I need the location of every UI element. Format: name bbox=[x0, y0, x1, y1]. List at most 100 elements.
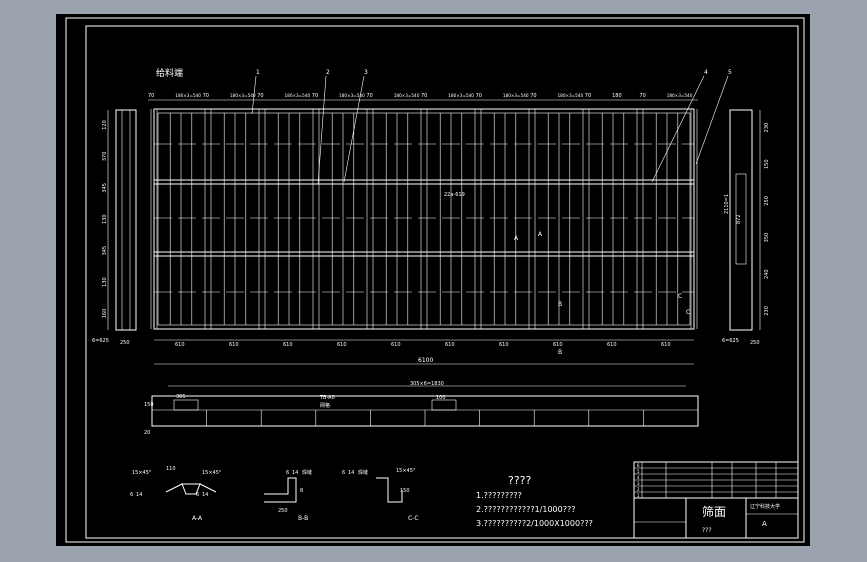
elevation-sub-label: 网格 bbox=[320, 402, 330, 409]
detail-c-c-label: C-C bbox=[408, 515, 419, 522]
school-name: 辽宁科技大学 bbox=[750, 503, 780, 510]
svg-text:6: 6 bbox=[286, 470, 289, 476]
svg-text:14: 14 bbox=[136, 492, 142, 498]
left-dim-label: 130 bbox=[102, 214, 108, 224]
bottom-dim-label: 610 bbox=[229, 342, 239, 348]
right-dim-label: 240 bbox=[764, 269, 770, 279]
right-dim-label: 230 bbox=[764, 306, 770, 316]
bottom-dim-label: 610 bbox=[445, 342, 455, 348]
leader-labels: 1 2 3 4 5 bbox=[251, 69, 732, 185]
bottom-dim-label: 610 bbox=[391, 342, 401, 348]
svg-text:焊缝: 焊缝 bbox=[358, 469, 368, 476]
svg-text:焊缝: 焊缝 bbox=[302, 469, 312, 476]
elevation-left-dim-2: 20 bbox=[144, 430, 150, 436]
leader-line bbox=[251, 75, 257, 115]
leader-number: 2 bbox=[326, 69, 330, 76]
bottom-dim-label: 610 bbox=[175, 342, 185, 348]
elevation-top-dim: 305×6=1830 bbox=[410, 381, 444, 387]
total-width-dim: 6100 bbox=[418, 357, 433, 364]
tech-note-2: 2.????????????1/1000??? bbox=[476, 505, 575, 514]
section-mark: B bbox=[558, 301, 562, 308]
right-total-dim: 2110=1 bbox=[724, 194, 730, 214]
right-dim-label: 150 bbox=[764, 159, 770, 169]
tech-notes-title: ???? bbox=[508, 474, 532, 487]
beam-label: 22a-619 bbox=[444, 192, 465, 198]
section-mark: C bbox=[686, 309, 690, 316]
title-row-number: 5 bbox=[637, 469, 640, 474]
svg-text:6: 6 bbox=[130, 492, 133, 498]
right-sub-dim: 872 bbox=[736, 214, 742, 224]
svg-text:14: 14 bbox=[292, 470, 298, 476]
tech-note-3: 3.??????????2/1000X1000??? bbox=[476, 519, 593, 528]
title-row-number: 2 bbox=[637, 487, 640, 492]
right-dim-label: 230 bbox=[764, 123, 770, 133]
left-note: 6=625 bbox=[92, 338, 109, 344]
section-mark: B bbox=[558, 349, 562, 356]
top-dim-label: 70 bbox=[421, 93, 427, 99]
title-row-number: 6 bbox=[637, 463, 640, 468]
detail-b-b: 6 14 焊缝 250 8 B-B bbox=[264, 469, 312, 522]
title-block-bottom: ??? bbox=[702, 527, 712, 534]
leader-number: 4 bbox=[704, 69, 708, 76]
top-dim-label: 180 bbox=[612, 93, 622, 99]
leader-number: 5 bbox=[728, 69, 732, 76]
title-row-number: 4 bbox=[637, 475, 640, 480]
part-name: 筛面 bbox=[702, 504, 726, 519]
bottom-dim-label: 610 bbox=[283, 342, 293, 348]
top-dim-label: 180×3=540 bbox=[667, 93, 693, 98]
elevation-left-dim-1: 150 bbox=[144, 402, 154, 408]
section-mark: A bbox=[514, 235, 519, 242]
title-row-number: 1 bbox=[637, 493, 640, 498]
leader-number: 3 bbox=[364, 69, 368, 76]
leader-line bbox=[317, 75, 327, 185]
elevation-view: 305×6=1830 150 20 305 TB-A0 网格 100 bbox=[144, 381, 699, 436]
scale-mark: A bbox=[762, 520, 767, 528]
top-dim-label: 180×3=540 bbox=[394, 93, 420, 98]
elevation-small-dim: 305 bbox=[176, 394, 186, 400]
bottom-dim-label: 610 bbox=[499, 342, 509, 348]
leader-line bbox=[651, 75, 705, 183]
top-dim-label: 180×3=540 bbox=[503, 93, 529, 98]
inner-border bbox=[85, 25, 799, 539]
top-dim-label: 70 bbox=[148, 93, 154, 99]
svg-text:150: 150 bbox=[400, 488, 410, 494]
svg-text:250: 250 bbox=[278, 508, 288, 514]
outer-border bbox=[65, 17, 805, 543]
top-dim-label: 180×3=540 bbox=[230, 93, 256, 98]
detail-a-a: 15×45° 110 15×45° 6 14 6 14 A-A bbox=[130, 466, 222, 522]
top-dim-label: 70 bbox=[585, 93, 591, 99]
top-dim-label: 70 bbox=[203, 93, 209, 99]
left-dim-label: 160 bbox=[102, 309, 108, 319]
leader-number: 1 bbox=[256, 69, 260, 76]
drawing-title: 给料端 bbox=[156, 67, 183, 79]
left-dim-label: 130 bbox=[102, 277, 108, 287]
top-dim-label: 180×3=540 bbox=[285, 93, 311, 98]
detail-b-b-label: B-B bbox=[298, 515, 308, 522]
left-dim-label: 345 bbox=[102, 246, 108, 256]
elevation-label: TB-A0 bbox=[319, 395, 335, 401]
left-bottom-dim: 250 bbox=[120, 340, 130, 346]
section-mark: C bbox=[678, 293, 682, 300]
top-dim-label: 180×3=540 bbox=[175, 93, 201, 98]
top-dim-label: 70 bbox=[476, 93, 482, 99]
leader-line bbox=[695, 75, 729, 165]
section-marks: A A B B C C bbox=[514, 231, 690, 356]
svg-text:15×45°: 15×45° bbox=[396, 468, 416, 474]
right-dim-label: 250 bbox=[764, 196, 770, 206]
title-row-number: 3 bbox=[637, 481, 640, 486]
right-bottom-dim: 250 bbox=[750, 340, 760, 346]
top-dim-label: 70 bbox=[312, 93, 318, 99]
top-dim-label: 70 bbox=[257, 93, 263, 99]
bottom-dim-label: 610 bbox=[607, 342, 617, 348]
top-dim-label: 70 bbox=[530, 93, 536, 99]
elevation-num: 100 bbox=[436, 395, 446, 401]
svg-text:14: 14 bbox=[202, 492, 208, 498]
section-mark: A bbox=[538, 231, 543, 238]
top-dim-label: 70 bbox=[639, 93, 645, 99]
